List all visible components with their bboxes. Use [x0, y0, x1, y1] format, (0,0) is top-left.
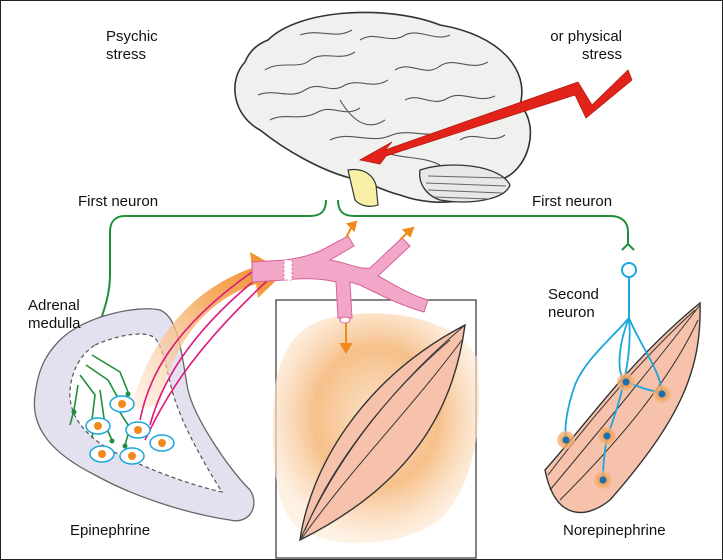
brain-illustration	[235, 12, 531, 206]
epinephrine-label: Epinephrine	[70, 522, 150, 540]
nerve-terminal-icon	[622, 244, 634, 250]
first-neuron-right-label: First neuron	[532, 193, 612, 211]
second-neuron-label: Second neuron	[548, 286, 599, 322]
ganglion-neuron-icon	[622, 263, 636, 277]
norepinephrine-label: Norepinephrine	[563, 522, 666, 540]
physical-stress-label: or physical stress	[520, 28, 622, 64]
adrenal-medulla-label: Adrenal medulla	[28, 297, 81, 333]
psychic-stress-label: Psychic stress	[106, 28, 158, 64]
first-neuron-left-label: First neuron	[78, 193, 158, 211]
